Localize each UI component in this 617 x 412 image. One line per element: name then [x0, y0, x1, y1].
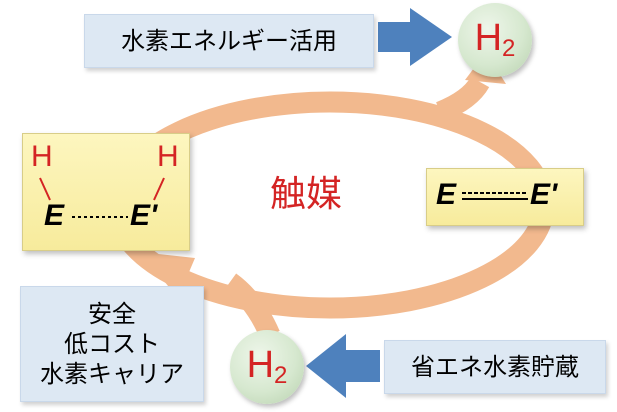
h2-bottom-label: H2 [246, 344, 288, 389]
top-blue-arrow-shaft [378, 22, 412, 52]
bottom-label-box: 省エネ水素貯蔵 [384, 340, 606, 394]
release-arrow-shaft [435, 76, 490, 122]
bottom-blue-arrow-head [306, 334, 346, 398]
hydrogen-left: H [31, 140, 53, 173]
element-e-prime-dehydro: E' [530, 178, 558, 211]
element-e-dehydro: E [436, 178, 457, 211]
benefit-line-3: 水素キャリア [40, 360, 184, 388]
left-benefits-box: 安全 低コスト 水素キャリア [20, 286, 204, 402]
top-blue-arrow-head [410, 8, 452, 66]
hydrogen-right: H [157, 140, 179, 173]
top-label-text: 水素エネルギー活用 [121, 27, 337, 55]
h2-bottom-circle: H2 [230, 330, 304, 404]
dehydrogenated-carrier-box [426, 168, 584, 226]
bottom-label-text: 省エネ水素貯蔵 [411, 353, 579, 381]
catalyst-label: 触媒 [269, 174, 342, 215]
bottom-blue-arrow-shaft [344, 350, 380, 382]
element-e-prime-right: E' [130, 199, 158, 232]
h-e-bond-left [39, 177, 51, 201]
benefit-line-2: 低コスト [64, 330, 160, 358]
storage-arrow-shaft [223, 273, 280, 340]
benefit-line-1: 安全 [88, 300, 136, 328]
h-e-bond-right [153, 177, 165, 201]
hydrogenated-carrier-box [22, 133, 190, 251]
h2-top-circle: H2 [458, 3, 532, 77]
h2-top-label: H2 [474, 17, 516, 62]
element-e-left: E [44, 199, 65, 232]
top-label-box: 水素エネルギー活用 [84, 14, 374, 68]
